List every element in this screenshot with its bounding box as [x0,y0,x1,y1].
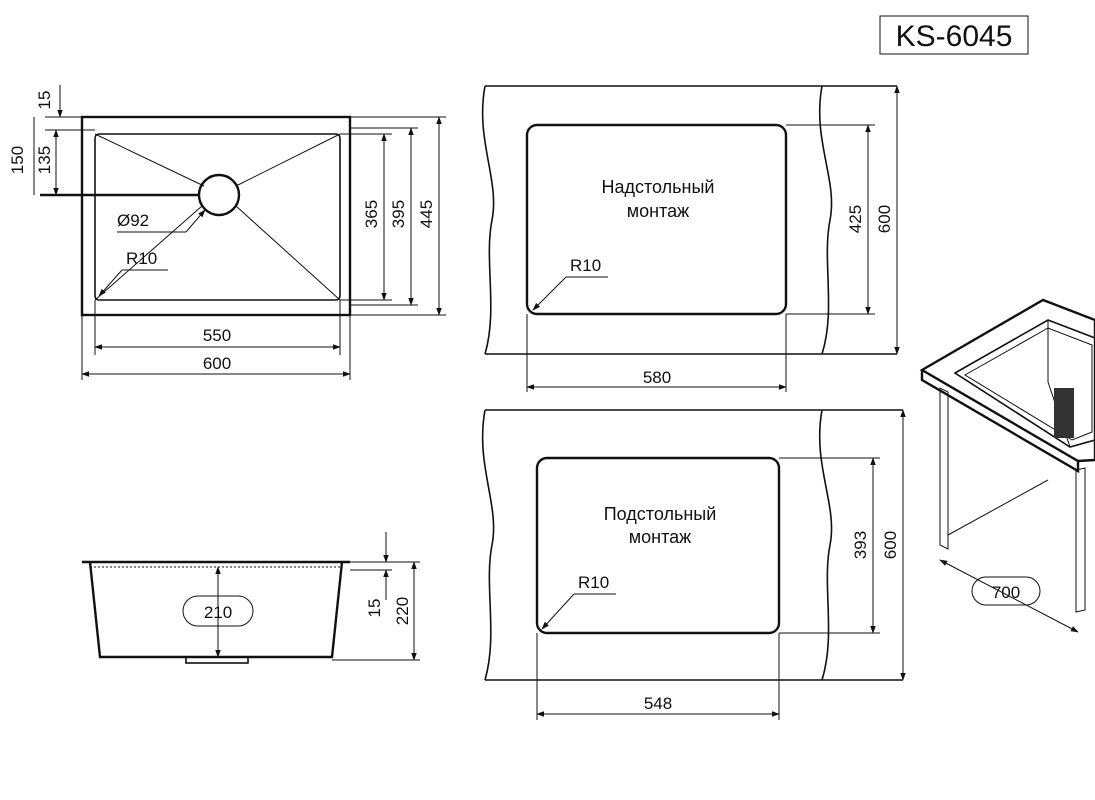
leader-line [532,276,567,311]
dim-135: 135 [35,146,54,174]
break-line [481,409,495,681]
dim-580: 580 [643,368,671,387]
depth-badge [182,595,254,627]
dim-550: 550 [203,326,231,345]
break-line [818,85,833,355]
undermount-view: Подстольный монтаж R10 393 600 548 [481,409,906,720]
dim-600: 600 [875,205,894,233]
cabinet-isometric: 700 [919,298,1095,633]
cutout-edge [953,319,1095,448]
slope-line [94,133,205,187]
dim-600: 600 [881,531,900,559]
overmount-label: Надстольный [602,177,715,197]
slope-line [235,205,341,301]
dim-15: 15 [365,599,384,618]
dim-radius: R10 [570,256,601,275]
top-view: 15 150 135 Ø92 R10 365 395 445 550 600 [8,85,446,380]
leader-line [185,209,206,233]
dim-425: 425 [846,205,865,233]
width-badge [971,576,1041,606]
model-title: KS-6045 [879,15,1029,55]
dim-600: 600 [203,354,231,373]
slope-line [235,133,341,187]
countertop-top [919,298,1095,463]
dim-210: 210 [204,603,232,622]
dim-393: 393 [851,531,870,559]
sink-outer-rim [80,115,352,317]
leader-line [98,269,123,297]
dim-radius: R10 [126,249,157,268]
side-view: 210 15 220 [82,532,420,664]
break-line [481,85,495,355]
cutout-overmount [525,123,788,316]
slope-line [94,205,203,301]
title-text: KS-6045 [896,20,1013,53]
undermount-label: Подстольный [604,504,717,524]
dim-15: 15 [35,91,54,110]
title-frame [879,15,1029,55]
dim-700: 700 [992,583,1020,602]
dim-395: 395 [389,200,408,228]
sink-bowl [94,133,341,301]
dim-radius: R10 [578,573,609,592]
cabinet-side-panel [1075,467,1086,613]
dim-drain-diameter: Ø92 [117,211,149,230]
countertop-front [920,370,1080,474]
overmount-view: Надстольный монтаж R10 425 600 580 [481,85,900,392]
dim-365: 365 [362,200,381,228]
overmount-label-2: монтаж [627,201,689,221]
dim-150: 150 [8,146,27,174]
dim-548: 548 [644,694,672,713]
break-line [818,409,833,681]
dim-220: 220 [393,597,412,625]
bowl-shadow [1054,388,1074,438]
drain-hole [197,173,241,217]
dim-line [939,559,1079,633]
cabinet-side-panel [939,387,949,550]
leader-line [541,593,575,630]
dim-445: 445 [417,200,436,228]
undermount-label-2: монтаж [629,527,691,547]
cabinet-bottom-edge [947,479,1049,536]
cutout-undermount [535,456,781,635]
